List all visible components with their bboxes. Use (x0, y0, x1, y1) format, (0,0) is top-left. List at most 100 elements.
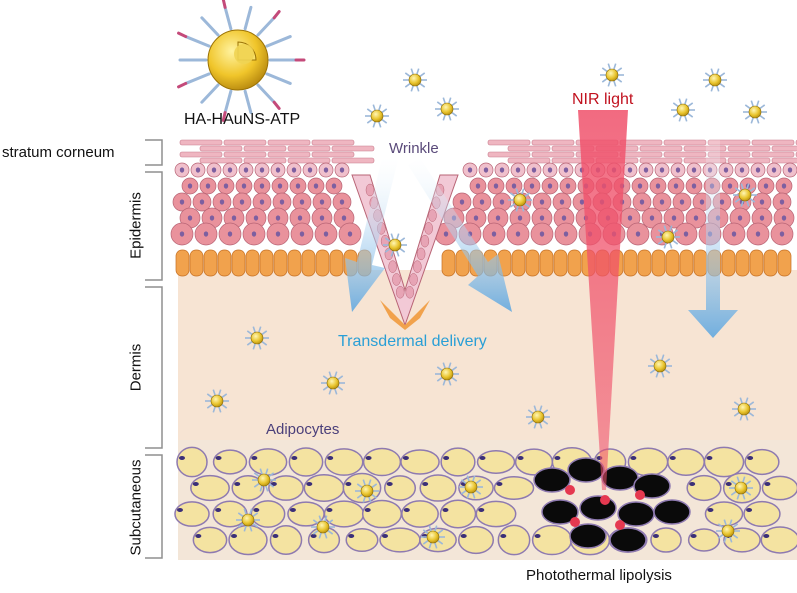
cell-nucleus (187, 215, 193, 221)
stratum-strip (619, 139, 663, 146)
ha-hauns-atp-particle (177, 0, 306, 122)
stratum-strip (311, 139, 355, 146)
basal-cell (735, 249, 750, 277)
cell-nucleus (297, 215, 303, 221)
cell-nucleus (299, 199, 305, 205)
inner-core (234, 44, 254, 64)
dermis-label: Dermis (127, 343, 145, 392)
cell-nucleus (331, 183, 337, 189)
basal-cell (287, 249, 302, 277)
gold-core (734, 481, 748, 495)
ha-ligand (184, 35, 211, 48)
adipocyte-nucleus (534, 534, 541, 538)
adipocyte-nucleus (496, 482, 503, 486)
gold-core (360, 484, 374, 498)
stratum-strip (751, 139, 795, 146)
wrinkle-label: Wrinkle (389, 140, 439, 157)
cell-nucleus (781, 183, 787, 189)
cell-nucleus (495, 215, 501, 221)
adipocyte-nucleus (764, 482, 771, 486)
adipocyte (475, 500, 517, 528)
lysed-adipocyte (579, 495, 617, 521)
cell-nucleus (699, 199, 705, 205)
adipocyte (323, 500, 365, 528)
nanoparticle (743, 100, 767, 124)
ha-ligand (200, 83, 220, 104)
lysed-adipocyte (653, 499, 691, 525)
adipocyte (174, 501, 210, 527)
gold-core (738, 188, 752, 202)
nanoparticle (421, 525, 445, 549)
cell-nucleus (639, 199, 645, 205)
cell-nucleus (515, 167, 521, 173)
nanoparticle (205, 389, 229, 413)
nanoparticle (733, 183, 757, 207)
cell-nucleus (693, 215, 699, 221)
stratum-strip (531, 139, 575, 146)
adipocyte-nucleus (442, 508, 449, 512)
adipocyte (650, 527, 682, 553)
subcutaneous-label: Subcutaneous (127, 459, 145, 556)
atp-end (177, 81, 188, 89)
cell-nucleus (275, 167, 281, 173)
cell-nucleus (655, 183, 661, 189)
adipocyte-nucleus (747, 456, 754, 460)
atp-end (272, 10, 281, 20)
stratum-corneum-layer (179, 139, 797, 164)
cell-nucleus (179, 231, 185, 237)
wrinkle-cell (424, 222, 433, 235)
cell-nucleus (739, 167, 745, 173)
gold-core (721, 524, 735, 538)
adipocyte-nucleus (345, 482, 352, 486)
gold-core (661, 230, 675, 244)
lysed-adipocyte (601, 465, 639, 491)
cell-nucleus (443, 231, 449, 237)
stratum-strip (287, 157, 331, 164)
adipocyte (760, 526, 797, 554)
basal-cell (693, 249, 708, 277)
cell-nucleus (339, 167, 345, 173)
stratum-strip (243, 145, 287, 152)
delivery-arrow-left (345, 158, 398, 312)
nanoparticle (403, 68, 427, 92)
gold-core (737, 402, 751, 416)
lysed-adipocyte (533, 467, 571, 493)
cell-nucleus (759, 199, 765, 205)
atp-end (272, 100, 281, 110)
basal-cell (441, 249, 456, 277)
cell-nucleus (475, 183, 481, 189)
adipocyte-nucleus (630, 456, 637, 460)
adipocyte-nucleus (669, 456, 676, 460)
adipocyte-nucleus (326, 508, 333, 512)
adipocyte-nucleus (554, 456, 561, 460)
gold-core (326, 376, 340, 390)
stratum-strip (751, 151, 795, 158)
cell-nucleus (179, 167, 185, 173)
ha-ligand (243, 5, 253, 31)
heated-nanoparticle (600, 495, 610, 505)
stratum-strip (243, 157, 287, 164)
basal-cell (665, 249, 680, 277)
adipocyte (761, 475, 797, 501)
stratum-strip (531, 151, 575, 158)
adipocyte-nucleus (291, 456, 298, 460)
cell-nucleus (643, 167, 649, 173)
adipocyte-nucleus (443, 456, 450, 460)
adipocyte-nucleus (517, 456, 524, 460)
adipocyte-nucleus (500, 534, 507, 538)
stratum-strip (267, 139, 311, 146)
cell-nucleus (517, 215, 523, 221)
wrinkle-cell (392, 273, 401, 286)
adipocyte (497, 524, 531, 556)
cell-nucleus (211, 167, 217, 173)
cell-nucleus (737, 215, 743, 221)
heated-nanoparticle (615, 520, 625, 530)
adipocyte-nucleus (251, 456, 258, 460)
adipocyte (212, 449, 248, 475)
cell-nucleus (539, 199, 545, 205)
adipocyte-nucleus (215, 508, 222, 512)
adipocyte-nucleus (270, 482, 277, 486)
adipocyte (361, 499, 403, 529)
stratum-strip (331, 157, 375, 164)
nanoparticles (205, 63, 767, 549)
